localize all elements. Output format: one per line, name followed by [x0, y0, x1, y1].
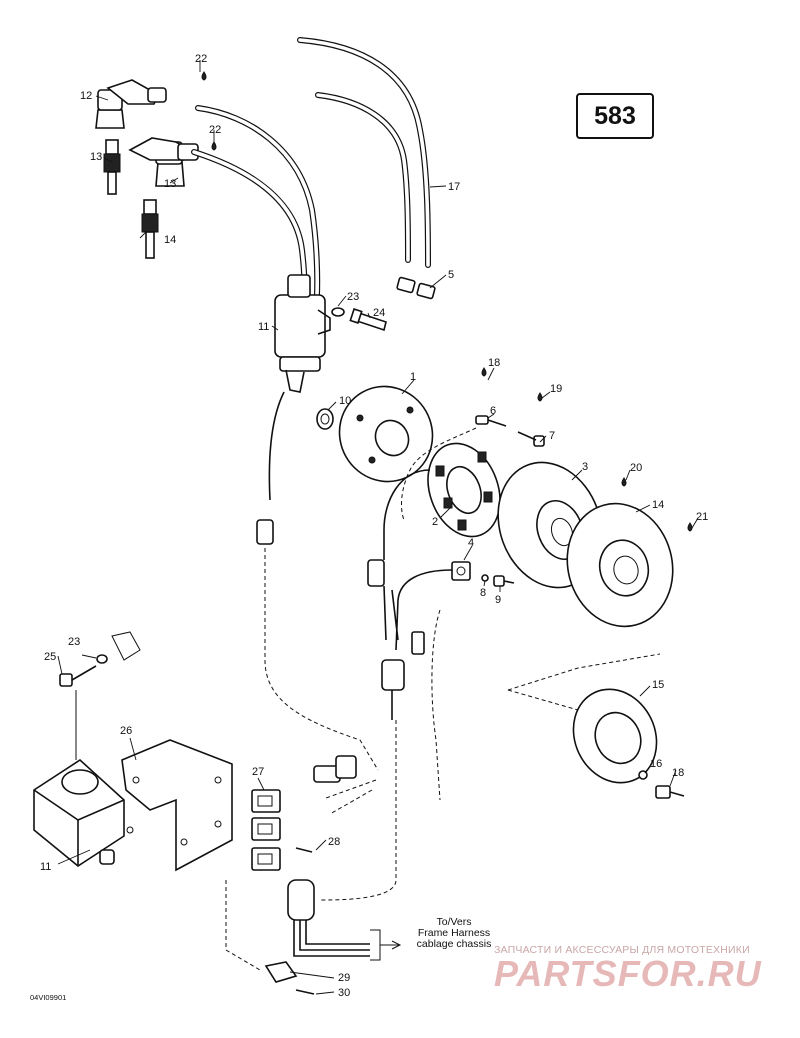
callout-11: 11 [40, 861, 51, 873]
callout-5: 5 [448, 269, 454, 281]
callout-26: 26 [120, 725, 132, 737]
stator [427, 442, 501, 538]
callout-8: 8 [480, 587, 486, 599]
coil-wire [268, 391, 285, 501]
cable-clip [264, 961, 298, 983]
starter-pulley [566, 502, 674, 628]
callout-3: 3 [582, 461, 588, 473]
ring-bolt [655, 785, 685, 799]
callout-14: 13 [90, 151, 102, 163]
terminal-28 [295, 847, 313, 853]
spark-plug-lower [141, 199, 159, 259]
callout-21: 20 [630, 462, 642, 474]
mounting-bracket [121, 739, 233, 872]
callout-19: 17 [448, 181, 460, 193]
screw-6 [475, 415, 507, 427]
callout-6: 6 [490, 405, 496, 417]
callout-9: 9 [495, 594, 501, 606]
callout-23: 23 [347, 291, 359, 303]
plug-connector-mate [335, 755, 357, 779]
destination-line-1: To/Vers [436, 916, 472, 928]
washer [481, 574, 489, 582]
cdi-module [33, 758, 125, 867]
callout-13: 12 [80, 90, 92, 102]
page-number: 583 [576, 93, 654, 139]
watermark-logo: PARTSFOR.RU [494, 953, 762, 994]
callout-15: 14 [652, 499, 664, 511]
spark-plug-cap-lower [128, 137, 199, 187]
routing-dashed-lines [225, 427, 477, 971]
spark-plug-cap-upper [95, 79, 167, 129]
callout-29: 29 [338, 972, 350, 984]
callout-7: 7 [549, 430, 555, 442]
callout-21-b: 21 [696, 511, 708, 523]
callout-27: 27 [252, 766, 264, 778]
destination-line-2: Frame Harness [417, 927, 491, 939]
bolt-25 [59, 665, 97, 687]
callout-14-b: 14 [164, 234, 176, 246]
callout-20: 18 [488, 357, 500, 369]
callout-23-b: 23 [68, 636, 80, 648]
callout-18: 18 [672, 767, 684, 779]
wire-connector [396, 276, 436, 300]
grommet [316, 408, 334, 430]
bolt-9 [493, 575, 515, 587]
washer-23 [96, 654, 108, 664]
callout-17: 16 [650, 758, 662, 770]
screw-7 [517, 431, 545, 447]
callout-22: 22 [195, 53, 207, 65]
ring-gear [507, 653, 661, 784]
bolt-hole-marker [111, 631, 141, 661]
callout-numbers: 22 12 22 13 13 14 17 5 23 24 11 1 10 2 1… [40, 53, 708, 999]
callout-10: 10 [339, 395, 351, 407]
adhesive-drop-icons [201, 71, 693, 532]
coil-connector [256, 519, 274, 545]
connector-housings [251, 789, 281, 871]
callout-1: 1 [410, 371, 416, 383]
stator-harness [367, 469, 453, 720]
harness-wires [297, 37, 431, 268]
watermark-tagline: ЗАПЧАСТИ И АКСЕССУАРЫ ДЛЯ МОТОТЕХНИКИ [494, 944, 750, 956]
callout-22-b: 22 [209, 124, 221, 136]
destination-label: To/Vers Frame Harness cablage chassis [404, 917, 504, 950]
callout-4: 4 [468, 537, 474, 549]
trigger-coil [451, 561, 471, 581]
callout-2: 2 [432, 516, 438, 528]
ignition-coil [274, 274, 331, 393]
callout-16: 15 [652, 679, 664, 691]
spark-plug-upper [103, 139, 121, 195]
reference-code: 04VI09901 [30, 993, 67, 1002]
clip-screw [295, 989, 315, 995]
destination-line-3: cablage chassis [416, 938, 492, 950]
callout-20-b: 19 [550, 383, 562, 395]
frame-harness [287, 879, 402, 961]
callout-13-b: 13 [164, 178, 176, 190]
coil-bolt [331, 307, 387, 332]
callout-24: 24 [373, 307, 385, 319]
leader-lines [57, 60, 699, 995]
callout-25: 25 [44, 651, 56, 663]
callout-30: 30 [338, 987, 350, 999]
callout-28: 28 [328, 836, 340, 848]
callout-12: 11 [258, 321, 269, 333]
